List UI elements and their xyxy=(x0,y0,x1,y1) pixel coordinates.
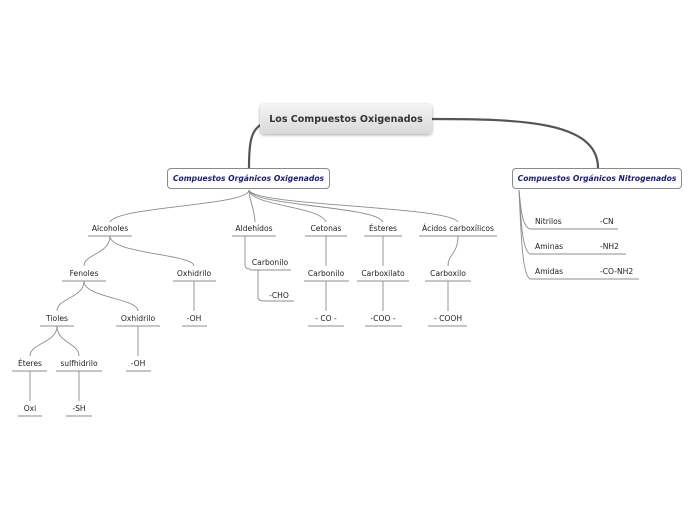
topic-nitrogenados[interactable]: Compuestos Orgánicos Nitrogenados xyxy=(512,168,682,189)
subtopic-nitrilos[interactable]: Nitrilos xyxy=(535,217,562,226)
subtopic-cn[interactable]: -CN xyxy=(600,217,614,226)
subtopic-oxi[interactable]: Oxi xyxy=(23,404,37,413)
edge-nit-amidas xyxy=(518,189,531,280)
subtopic-alcoholes[interactable]: Alcoholes xyxy=(91,224,129,233)
edge-ox-esteres xyxy=(248,189,384,223)
subtopic-fenoles[interactable]: Fenoles xyxy=(69,269,99,278)
edge-root-nitrogenados xyxy=(430,117,600,170)
edge-alcoholes-fenoles xyxy=(83,235,111,267)
subtopic-cho[interactable]: -CHO xyxy=(269,291,289,300)
topic-oxigenados[interactable]: Compuestos Orgánicos Oxigenados xyxy=(167,168,330,189)
subtopic-eteres[interactable]: Éteres xyxy=(17,359,43,368)
subtopic-amidas[interactable]: Amidas xyxy=(535,267,564,276)
subtopic-nh2[interactable]: -NH2 xyxy=(600,242,619,251)
edge-ox-alcoholes xyxy=(109,189,250,223)
subtopic-oh-alcohol[interactable]: -OH xyxy=(186,314,202,323)
root-topic-label: Los Compuestos Oxigenados xyxy=(269,113,423,125)
edge-ox-acidos xyxy=(248,189,459,223)
subtopic-cooh[interactable]: - COOH xyxy=(433,314,463,323)
topic-oxigenados-label: Compuestos Orgánicos Oxigenados xyxy=(172,174,325,183)
subtopic-oxhidrilo-fenol[interactable]: Oxhidrilo xyxy=(120,314,156,323)
subtopic-sh[interactable]: -SH xyxy=(72,404,86,413)
edge-aldehidos-carbonilo xyxy=(244,236,251,270)
subtopic-acidos[interactable]: Ácidos carboxílicos xyxy=(422,224,494,233)
subtopic-aminas[interactable]: Aminas xyxy=(535,242,564,251)
edge-tioles-sulfhidrilo xyxy=(56,325,80,357)
subtopic-carboxilo[interactable]: Carboxilo xyxy=(430,269,466,278)
edge-ox-aldehidos xyxy=(248,189,256,223)
subtopic-co[interactable]: - CO - xyxy=(315,314,337,323)
edge-carbonilo-cho xyxy=(257,270,265,302)
subtopic-oxhidrilo-alcohol[interactable]: Oxhidrilo xyxy=(176,269,212,278)
edge-fenoles-oxhidrilo xyxy=(83,280,139,312)
edge-alcoholes-oxhidrilo xyxy=(109,235,195,267)
subtopic-conh2[interactable]: -CO-NH2 xyxy=(600,267,634,276)
subtopic-coo[interactable]: -COO - xyxy=(370,314,396,323)
subtopic-cetonas[interactable]: Cetonas xyxy=(310,224,342,233)
edge-root-oxigenados xyxy=(247,122,264,170)
subtopic-sulfhidrilo[interactable]: sulfhidrilo xyxy=(60,359,98,368)
root-topic[interactable]: Los Compuestos Oxigenados xyxy=(260,104,432,134)
subtopic-esteres[interactable]: Ésteres xyxy=(369,224,397,233)
subtopic-carbonilo-cetona[interactable]: Carbonilo xyxy=(307,269,345,278)
edge-ox-cetonas xyxy=(248,189,327,223)
subtopic-tioles[interactable]: Tioles xyxy=(46,314,68,323)
topic-nitrogenados-label: Compuestos Orgánicos Nitrogenados xyxy=(517,174,677,183)
edge-tioles-eteres xyxy=(29,325,58,357)
edge-acidos-carboxilo xyxy=(447,235,459,267)
subtopic-carbonilo-aldehido[interactable]: Carbonilo xyxy=(251,258,289,267)
subtopic-aldehidos[interactable]: Aldehídos xyxy=(235,224,273,233)
subtopic-carboxilato[interactable]: Carboxilato xyxy=(361,269,405,278)
edge-fenoles-tioles xyxy=(56,280,85,312)
subtopic-oh-fenol[interactable]: -OH xyxy=(130,359,146,368)
